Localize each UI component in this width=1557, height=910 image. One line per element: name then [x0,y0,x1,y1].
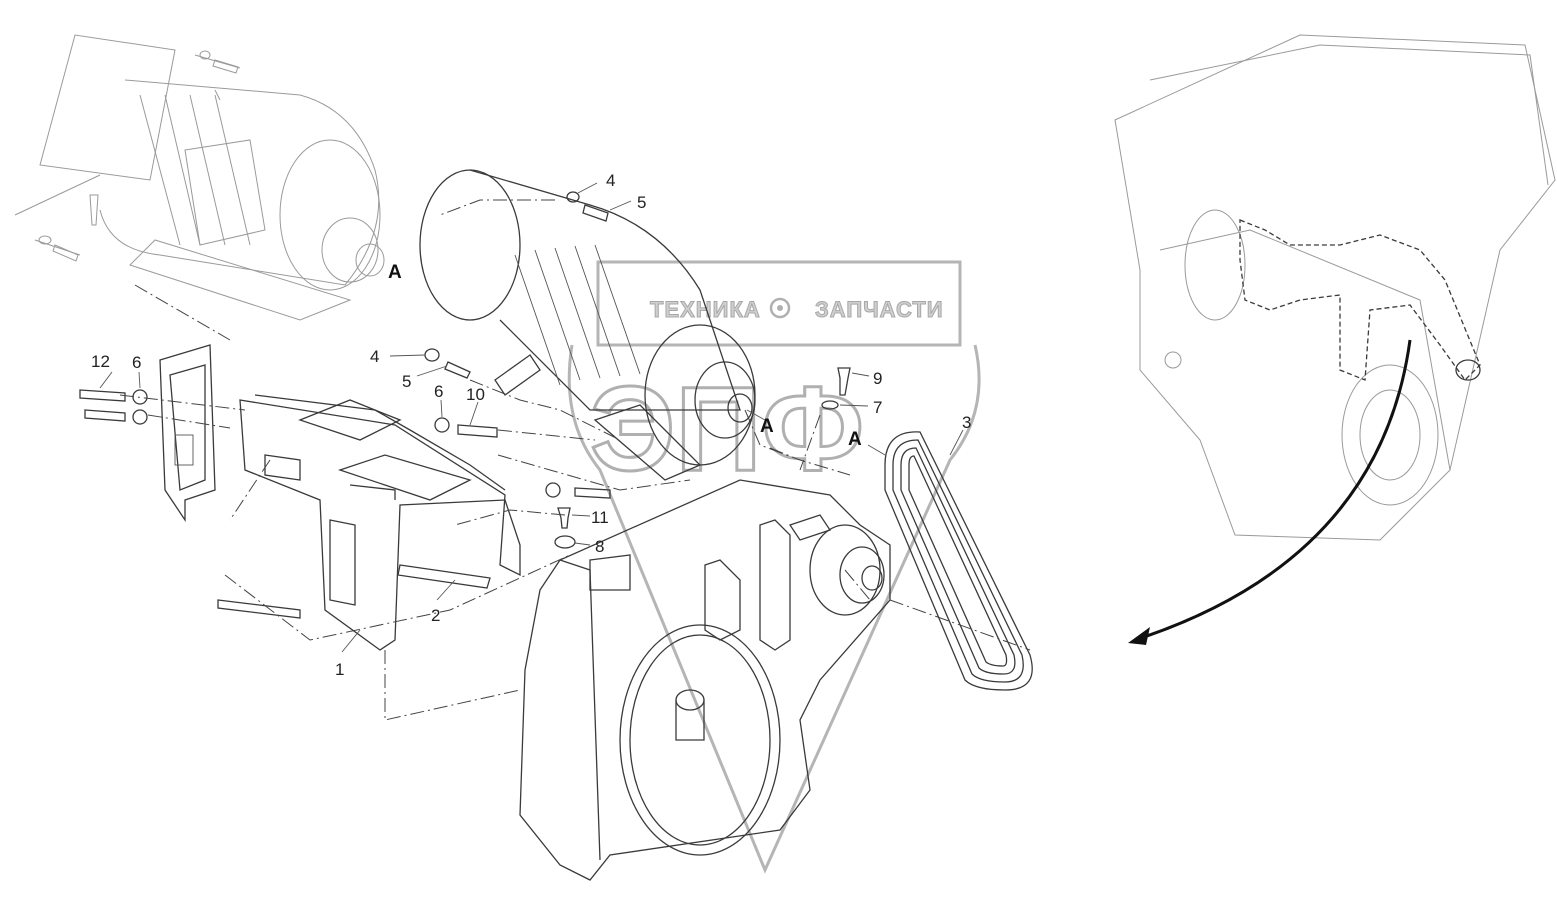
watermark-text-left: ТЕХНИКА [650,297,761,322]
callout-5-upper: 5 [637,193,646,212]
washer-8 [554,535,576,549]
bolt-12 [79,389,126,402]
callout-6-left: 6 [132,353,141,372]
nut-6-right [434,417,450,433]
washer-4-middle [424,348,440,362]
view-marker-a-motor: A [760,416,774,437]
bolt-9 [837,367,851,396]
callout-5-middle: 5 [402,372,411,391]
washer-4-upper [566,191,580,203]
watermark-banner [596,260,962,347]
callout-3: 3 [962,413,971,432]
view-marker-a-belt: A [848,429,862,450]
callout-4-middle: 4 [370,347,379,366]
motor-ghost [14,34,385,321]
callout-11: 11 [591,508,609,527]
callout-7: 7 [873,398,882,417]
motor-main [419,169,756,481]
callout-4-upper: 4 [606,171,615,190]
watermark-logo: ЭПФ [590,362,864,496]
bolt-11 [557,507,571,529]
view-marker-a-ghost: A [388,262,402,283]
callout-8: 8 [595,537,604,556]
gear-icon [769,297,791,319]
machine-ghost [1114,34,1556,645]
callout-labels: 1 2 3 4 5 4 5 6 6 7 8 9 10 11 12 A A A [91,171,971,679]
bolt-10 [457,424,498,438]
direction-arrow [1134,339,1412,642]
watermark: ТЕХНИКА ЗАПЧАСТИ ЭПФ [567,260,981,874]
watermark-text-right: ЗАПЧАСТИ [815,297,944,322]
callout-12: 12 [91,352,110,371]
gearbox-housing [519,479,891,881]
bolt-5-middle [444,361,471,379]
callout-10: 10 [466,385,485,404]
bracket-frame [159,344,521,651]
v-belt [884,431,1033,691]
leader-lines [99,182,964,653]
bolt-12-lower [84,409,126,422]
watermark-shield [567,344,981,874]
nut-6-left [132,389,148,405]
center-lines [119,199,1031,721]
callout-1: 1 [335,660,344,679]
callout-2: 2 [431,606,440,625]
callout-6-right: 6 [434,382,443,401]
washer-7 [821,400,839,410]
callout-9: 9 [873,369,882,388]
bolt-5-upper [582,204,609,222]
fasteners [38,50,851,549]
